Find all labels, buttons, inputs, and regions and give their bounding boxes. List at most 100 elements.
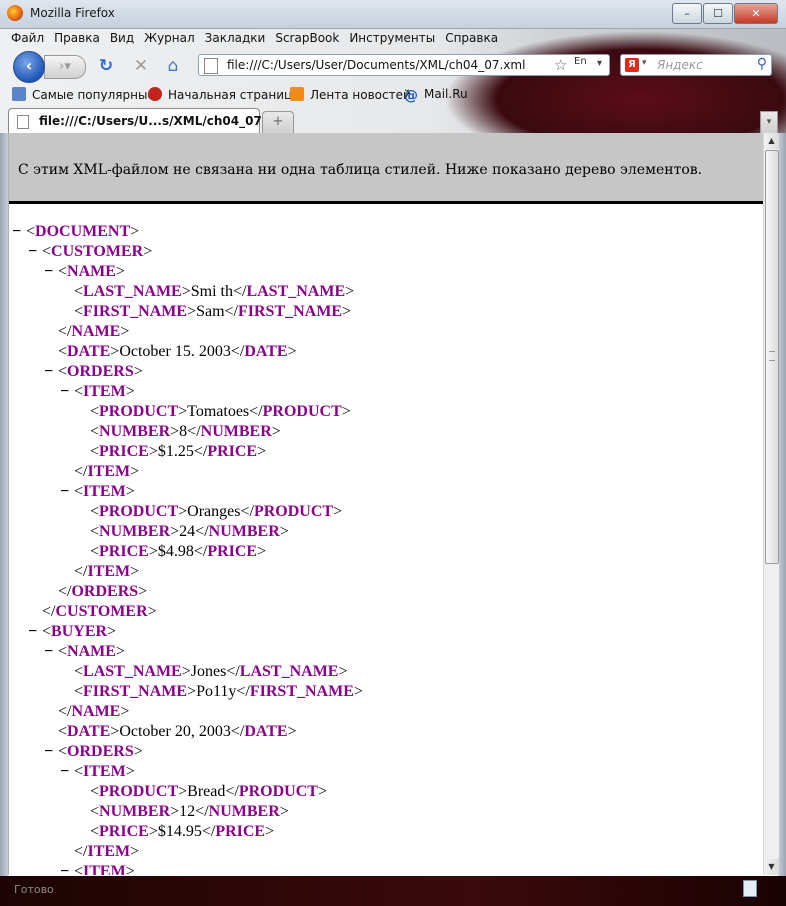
tag-bracket: < xyxy=(42,623,52,640)
tag-bracket: > xyxy=(257,543,267,560)
bookmark-label: Лента новостей xyxy=(310,88,411,102)
tag-bracket: </ xyxy=(224,303,238,320)
element-text: Oranges xyxy=(187,503,241,520)
tag-name: ITEM xyxy=(83,863,126,875)
scroll-up-icon[interactable]: ▲ xyxy=(764,133,779,149)
xml-tree-line[interactable]: −<ITEM> xyxy=(60,863,135,875)
tag-name: PRODUCT xyxy=(262,403,342,420)
menu-view[interactable]: Вид xyxy=(109,31,135,45)
element-text: 12 xyxy=(179,803,196,820)
tag-bracket: </ xyxy=(193,443,208,460)
search-input[interactable]: Яндекс xyxy=(657,58,703,72)
xml-tree-line[interactable]: −<NAME> xyxy=(44,643,125,663)
maximize-button[interactable]: ☐ xyxy=(703,3,733,24)
scrollbar-thumb[interactable] xyxy=(765,150,779,564)
tag-bracket: < xyxy=(90,803,100,820)
menu-help[interactable]: Справка xyxy=(445,31,499,45)
menu-bookmarks[interactable]: Закладки xyxy=(204,31,266,45)
tag-name: ITEM xyxy=(87,843,131,860)
tag-bracket: > xyxy=(147,603,157,620)
url-dropdown-icon[interactable]: ▾ xyxy=(597,58,603,69)
new-tab-button[interactable]: + xyxy=(262,111,294,133)
tab-xml-file[interactable]: file:///C:/Users/U...s/XML/ch04_07.xml xyxy=(8,108,291,133)
xml-tree-line: </ITEM> xyxy=(60,563,139,583)
xml-tree-line: <PRICE>$14.95</PRICE> xyxy=(76,823,274,843)
menu-scrapbook[interactable]: ScrapBook xyxy=(275,31,340,45)
menu-edit[interactable]: Правка xyxy=(54,31,100,45)
xml-tree-line[interactable]: −<ITEM> xyxy=(60,763,135,783)
element-text: $14.95 xyxy=(157,823,202,840)
forward-button[interactable]: ›▾ xyxy=(44,55,86,79)
xml-tree-line[interactable]: −<DOCUMENT> xyxy=(12,223,139,243)
xml-tree-line[interactable]: −<ITEM> xyxy=(60,483,135,503)
info-message: С этим XML-файлом не связана ни одна таб… xyxy=(18,162,703,178)
tag-name: PRICE xyxy=(207,543,258,560)
collapse-toggle-icon[interactable]: − xyxy=(44,743,54,760)
back-button[interactable]: ‹ xyxy=(13,51,45,83)
search-icon[interactable]: ⚲ xyxy=(756,56,767,72)
tag-name: CUSTOMER xyxy=(55,603,148,620)
scroll-down-icon[interactable]: ▼ xyxy=(764,859,779,875)
xml-tree-line: <DATE>October 15. 2003</DATE> xyxy=(44,343,297,363)
window-frame-right xyxy=(778,133,786,876)
vertical-scrollbar[interactable]: ▲ ▼ xyxy=(763,133,779,875)
tag-bracket: </ xyxy=(74,563,88,580)
tag-name: ORDERS xyxy=(67,743,134,760)
xml-tree-line[interactable]: −<ORDERS> xyxy=(44,743,143,763)
stop-icon[interactable]: ✕ xyxy=(133,56,149,76)
window-title: Mozilla Firefox xyxy=(30,6,115,20)
collapse-toggle-icon[interactable]: − xyxy=(44,263,54,280)
tag-name: LAST_NAME xyxy=(246,283,346,300)
tag-bracket: > xyxy=(125,863,135,875)
collapse-toggle-icon[interactable]: − xyxy=(60,383,70,400)
collapse-toggle-icon[interactable]: − xyxy=(28,623,38,640)
bookmark-most-visited[interactable]: Самые популярные xyxy=(12,87,155,102)
reload-icon[interactable]: ↻ xyxy=(98,56,114,76)
bookmark-star-icon[interactable]: ☆ xyxy=(554,56,568,74)
tag-bracket: < xyxy=(90,823,100,840)
tag-name: PRICE xyxy=(207,443,258,460)
tag-bracket: < xyxy=(90,543,100,560)
collapse-toggle-icon[interactable]: − xyxy=(60,483,70,500)
tag-bracket: < xyxy=(90,523,100,540)
search-engine-dropdown-icon[interactable]: ▾ xyxy=(642,58,647,68)
search-bar[interactable]: Я ▾ Яндекс ⚲ xyxy=(620,54,772,76)
tag-bracket: </ xyxy=(195,523,209,540)
url-text[interactable]: file:///C:/Users/User/Documents/XML/ch04… xyxy=(227,58,526,72)
collapse-toggle-icon[interactable]: − xyxy=(60,863,70,875)
tag-name: NUMBER xyxy=(208,523,280,540)
tag-name: ORDERS xyxy=(67,363,134,380)
element-text: Bread xyxy=(187,783,226,800)
tag-bracket: > xyxy=(107,623,117,640)
collapse-toggle-icon[interactable]: − xyxy=(12,223,22,240)
tab-label: file:///C:/Users/U...s/XML/ch04_07.xml xyxy=(39,114,291,128)
page-icon xyxy=(204,58,218,74)
collapse-toggle-icon[interactable]: − xyxy=(28,243,38,260)
collapse-toggle-icon[interactable]: − xyxy=(44,643,54,660)
xml-tree-line[interactable]: −<CUSTOMER> xyxy=(28,243,152,263)
collapse-toggle-icon[interactable]: − xyxy=(44,363,54,380)
xml-tree-line[interactable]: −<BUYER> xyxy=(28,623,116,643)
xml-tree-line[interactable]: −<ITEM> xyxy=(60,383,135,403)
home-icon[interactable]: ⌂ xyxy=(167,56,179,76)
menu-history[interactable]: Журнал xyxy=(144,31,195,45)
tag-bracket: < xyxy=(26,223,36,240)
tag-name: ITEM xyxy=(87,563,131,580)
close-button[interactable]: ✕ xyxy=(734,3,778,24)
url-bar[interactable]: file:///C:/Users/User/Documents/XML/ch04… xyxy=(198,54,610,76)
tag-bracket: > xyxy=(287,723,297,740)
bookmark-mail-ru[interactable]: @Mail.Ru xyxy=(404,87,468,104)
bookmark-news-feed[interactable]: Лента новостей xyxy=(290,87,411,102)
tag-bracket: < xyxy=(90,403,100,420)
tag-name: PRICE xyxy=(215,823,266,840)
menu-file[interactable]: Файл xyxy=(11,31,45,45)
xml-tree-line[interactable]: −<ORDERS> xyxy=(44,363,143,383)
bookmark-home-page[interactable]: Начальная страница xyxy=(148,87,300,102)
collapse-toggle-icon[interactable]: − xyxy=(60,763,70,780)
tag-bracket: > xyxy=(257,443,267,460)
minimize-button[interactable]: – xyxy=(672,3,702,24)
xml-tree-line[interactable]: −<NAME> xyxy=(44,263,125,283)
menu-tools[interactable]: Инструменты xyxy=(349,31,436,45)
tab-list-dropdown-icon[interactable]: ▾ xyxy=(760,111,778,134)
search-engine-icon[interactable]: Я xyxy=(625,58,639,72)
